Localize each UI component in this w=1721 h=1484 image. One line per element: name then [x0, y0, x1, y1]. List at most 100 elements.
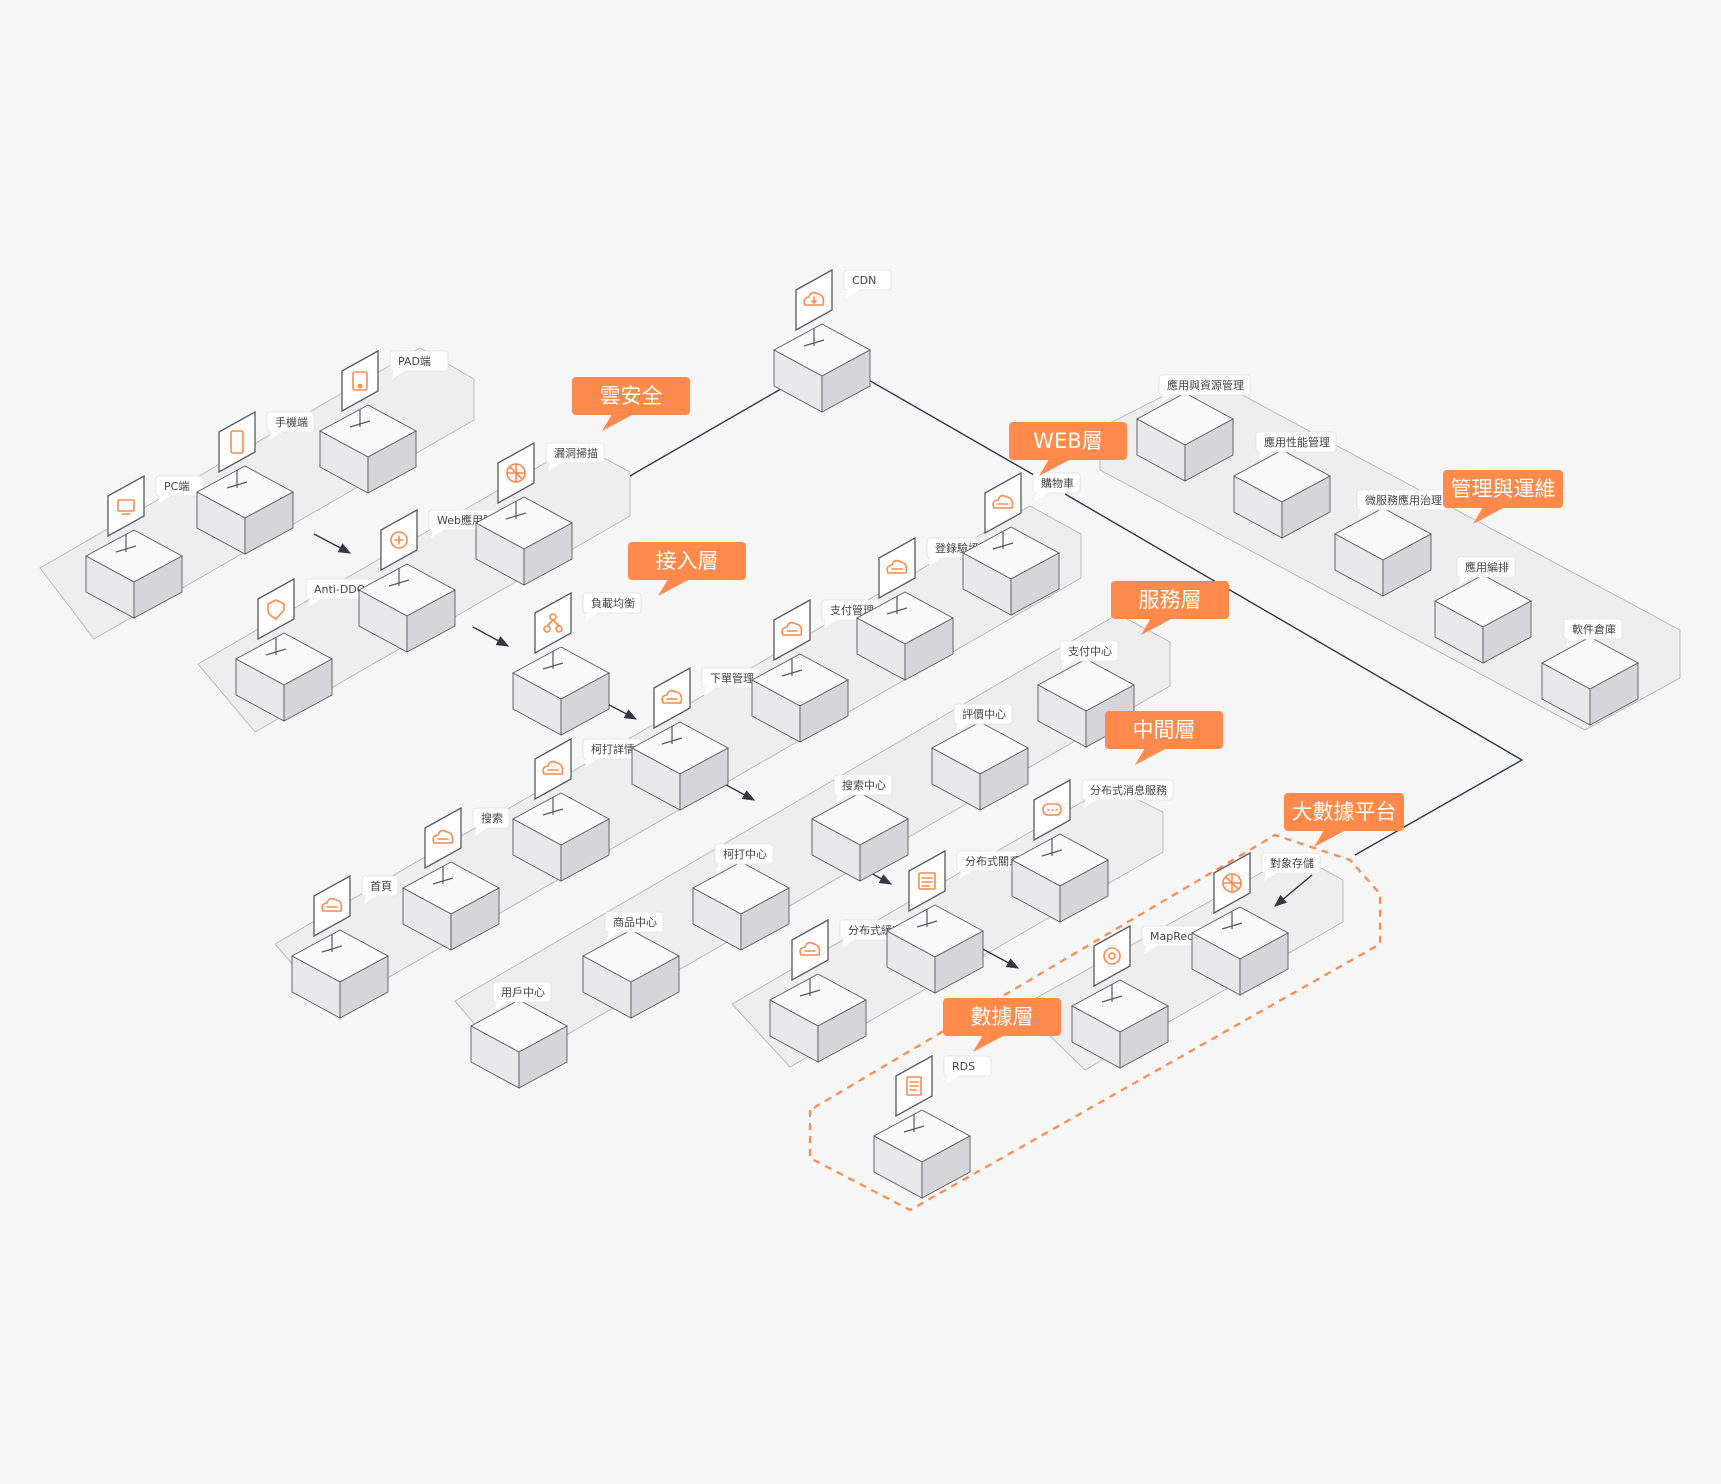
- node-microservice[interactable]: 微服務應用治理: [1334, 489, 1449, 597]
- tag-bg: [1284, 793, 1404, 831]
- monitor-base: [115, 545, 137, 553]
- node-label: 手機端: [275, 415, 308, 429]
- node-pad[interactable]: PAD端: [319, 349, 449, 494]
- node-product-center[interactable]: 商品中心: [582, 911, 680, 1019]
- label-tag-pointer: [308, 598, 322, 607]
- box-right-face: [979, 747, 1029, 811]
- tag-bg: [1111, 581, 1229, 619]
- node-home[interactable]: 首頁: [291, 874, 399, 1019]
- monitor-base: [781, 669, 803, 677]
- label-tag-bg: [1261, 852, 1321, 874]
- node-user-center[interactable]: 用戶中心: [470, 981, 568, 1089]
- node-pay-mgmt[interactable]: 支付管理: [751, 598, 881, 743]
- tag-bg: [943, 998, 1061, 1036]
- label-tag-pointer: [824, 619, 838, 628]
- monitor-screen: [908, 849, 946, 913]
- node-order-mgmt[interactable]: 下單管理: [631, 666, 761, 811]
- box-right-face: [934, 930, 984, 994]
- box-right-face: [450, 887, 500, 951]
- node-dist-cache[interactable]: 分布式緩存服務: [769, 918, 932, 1063]
- database-icon: [918, 872, 936, 890]
- box-right-face: [679, 747, 729, 811]
- box-right-face: [1281, 475, 1331, 539]
- node-phone[interactable]: 手機端: [196, 410, 315, 555]
- node-repo[interactable]: 軟件倉庫: [1541, 618, 1639, 726]
- node-review-center[interactable]: 評價中心: [931, 703, 1029, 811]
- label-tag-bg: [1563, 618, 1623, 640]
- label-tag-pointer: [158, 495, 172, 504]
- box-right-face: [1382, 533, 1432, 597]
- node-label: 評價中心: [962, 707, 1006, 721]
- label-tag-bg: [389, 350, 449, 372]
- cloud-icon: [432, 829, 454, 844]
- node-dist-mq[interactable]: 分布式消息服務: [1011, 778, 1174, 923]
- node-oss[interactable]: 對象存儲: [1191, 851, 1321, 996]
- smartphone-icon: [230, 430, 244, 454]
- label-tag-pointer: [1084, 799, 1098, 808]
- tag-text: 數據層: [971, 1005, 1034, 1029]
- node-slb[interactable]: 負載均衡: [512, 591, 642, 736]
- box-right-face: [1589, 662, 1639, 726]
- box-right-face: [921, 1135, 971, 1199]
- message-icon: [1042, 803, 1062, 816]
- gear-cloud-icon: [1103, 947, 1121, 965]
- monitor-screen: [534, 591, 572, 655]
- monitor-base: [432, 877, 454, 885]
- tag-pointer: [1473, 507, 1505, 524]
- node-cart[interactable]: 購物車: [962, 471, 1081, 616]
- shield-icon: [267, 599, 285, 620]
- label-tag-pointer: [846, 289, 860, 298]
- label-tag-pointer: [717, 863, 731, 872]
- box-right-face: [133, 555, 183, 619]
- node-label: 應用與資源管理: [1167, 378, 1244, 392]
- node-rds[interactable]: RDS: [873, 1054, 992, 1199]
- node-app-perf-mgmt[interactable]: 應用性能管理: [1233, 431, 1337, 539]
- tablet-icon: [352, 371, 368, 391]
- link-oss-arrow: [1274, 874, 1313, 907]
- label-tag-pointer: [431, 529, 445, 538]
- monitor-base: [803, 339, 825, 347]
- node-vuln-scan[interactable]: 漏洞掃描: [475, 441, 605, 586]
- label-tag-pointer: [269, 431, 283, 440]
- tag-bg: [1443, 470, 1563, 508]
- firewall-icon: [390, 531, 408, 549]
- label-tag-pointer: [1459, 576, 1473, 585]
- node-dist-rdb[interactable]: 分布式關系型數據庫: [886, 849, 1071, 994]
- label-tag-bg: [943, 1055, 992, 1077]
- box-right-face: [518, 1025, 568, 1089]
- node-label: 對象存儲: [1270, 856, 1314, 870]
- node-search-center[interactable]: 搜索中心: [811, 774, 909, 882]
- monitor-base: [886, 607, 908, 615]
- label-tag-pointer: [946, 1075, 960, 1084]
- node-label: PAD端: [398, 355, 431, 368]
- label-tag-bg: [1032, 472, 1081, 494]
- label-tag-pointer: [836, 794, 850, 803]
- layer-tag-service: 服務層: [1111, 581, 1229, 635]
- node-label: 負載均衡: [591, 597, 635, 610]
- node-detail[interactable]: 柯打詳情: [512, 737, 642, 882]
- cloud-icon: [542, 760, 564, 775]
- cloud-icon: [661, 689, 683, 704]
- node-pc[interactable]: PC端: [85, 474, 204, 619]
- cloud-icon: [992, 494, 1014, 509]
- label-tag-pointer: [842, 939, 856, 948]
- label-tag-bg: [1059, 640, 1119, 662]
- node-app-res-mgmt[interactable]: 應用與資源管理: [1136, 374, 1251, 482]
- monitor-base: [661, 737, 683, 745]
- monitor-base: [992, 542, 1014, 550]
- box-right-face: [339, 955, 389, 1019]
- monitor-screen: [257, 577, 295, 641]
- label-tag-pointer: [959, 870, 973, 879]
- label-tag-bg: [1081, 779, 1174, 801]
- node-order-center[interactable]: 柯打中心: [692, 843, 790, 951]
- node-label: 柯打中心: [723, 847, 767, 861]
- label-tag-pointer: [495, 1001, 509, 1010]
- label-tag-bg: [843, 269, 892, 291]
- node-app-orch[interactable]: 應用編排: [1434, 556, 1532, 664]
- node-search[interactable]: 搜索: [402, 806, 510, 951]
- node-cdn[interactable]: CDN: [773, 268, 892, 413]
- node-label: 軟件倉庫: [1572, 622, 1616, 636]
- monitor-screen: [984, 471, 1022, 535]
- link-cdn-to-web: [859, 374, 1061, 491]
- monitor-base: [388, 579, 410, 587]
